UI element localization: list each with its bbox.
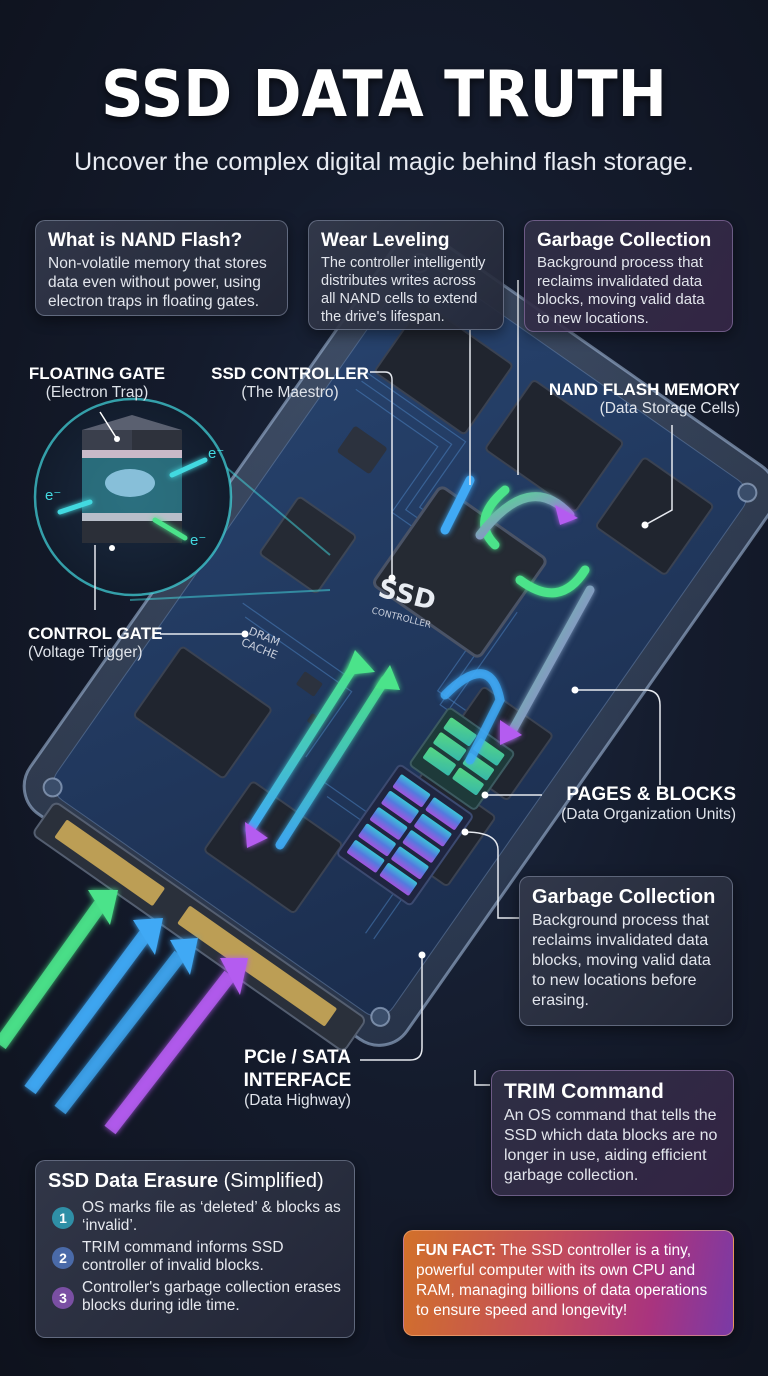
step-number-badge: 2 bbox=[52, 1247, 74, 1269]
electron-symbol: e⁻ bbox=[208, 445, 224, 462]
fun-fact-text: The SSD controller is a tiny, powerful c… bbox=[416, 1242, 708, 1319]
card-body: Background process that reclaims invalid… bbox=[537, 254, 705, 327]
label-nand-flash-memory: NAND FLASH MEMORY (Data Storage Cells) bbox=[548, 380, 740, 417]
card-data-erasure: SSD Data Erasure (Simplified) 1 OS marks… bbox=[35, 1160, 355, 1338]
floating-gate-zoom-circle: e⁻ e⁻ e⁻ bbox=[33, 397, 331, 601]
card-garbage-collection-top: Garbage Collection Background process th… bbox=[524, 220, 733, 332]
card-title: What is NAND Flash? bbox=[48, 230, 243, 251]
card-body: Background process that reclaims invalid… bbox=[532, 912, 711, 1009]
page-title: SSD DATA TRUTH bbox=[101, 58, 667, 132]
erasure-step: 1 OS marks file as ‘deleted’ & blocks as… bbox=[48, 1199, 342, 1235]
erasure-step: 2 TRIM command informs SSD controller of… bbox=[48, 1239, 342, 1275]
card-title: TRIM Command bbox=[504, 1080, 664, 1103]
step-number-badge: 3 bbox=[52, 1287, 74, 1309]
label-floating-gate: FLOATING GATE (Electron Trap) bbox=[28, 364, 166, 401]
svg-text:e⁻: e⁻ bbox=[45, 487, 61, 504]
label-interface: PCIe / SATA INTERFACE (Data Highway) bbox=[243, 1047, 352, 1109]
card-body: Non-volatile memory that stores data eve… bbox=[48, 255, 267, 310]
card-nand-flash: What is NAND Flash? Non-volatile memory … bbox=[35, 220, 288, 316]
card-trim-command: TRIM Command An OS command that tells th… bbox=[491, 1070, 734, 1196]
card-garbage-collection-side: Garbage Collection Background process th… bbox=[519, 876, 733, 1026]
svg-text:e⁻: e⁻ bbox=[190, 532, 206, 549]
erasure-step: 3 Controller's garbage collection erases… bbox=[48, 1279, 342, 1315]
page-subtitle: Uncover the complex digital magic behind… bbox=[74, 148, 694, 176]
card-title: Garbage Collection bbox=[537, 230, 712, 251]
ssd-case bbox=[22, 233, 768, 1051]
fun-fact-label: FUN FACT: bbox=[416, 1242, 497, 1259]
label-pages-blocks: PAGES & BLOCKS (Data Organization Units) bbox=[561, 784, 736, 823]
erasure-title: SSD Data Erasure (Simplified) bbox=[48, 1170, 324, 1192]
card-title: Garbage Collection bbox=[532, 886, 716, 908]
label-ssd-controller: SSD CONTROLLER (The Maestro) bbox=[211, 364, 369, 401]
card-title: Wear Leveling bbox=[321, 230, 450, 251]
step-number-badge: 1 bbox=[52, 1207, 74, 1229]
label-control-gate: CONTROL GATE (Voltage Trigger) bbox=[28, 624, 163, 661]
card-body: An OS command that tells the SSD which d… bbox=[504, 1107, 718, 1184]
card-wear-leveling: Wear Leveling The controller intelligent… bbox=[308, 220, 504, 330]
card-body: The controller intelligently distributes… bbox=[321, 255, 486, 325]
fun-fact-box: FUN FACT: The SSD controller is a tiny, … bbox=[403, 1230, 734, 1336]
